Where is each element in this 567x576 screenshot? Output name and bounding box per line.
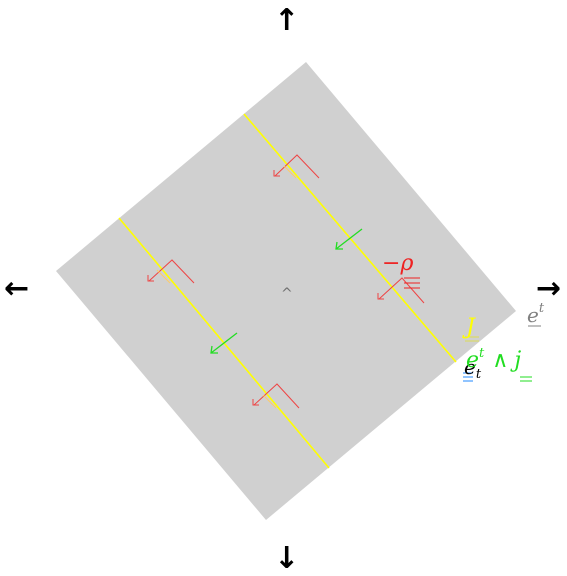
e-gray-label: et (527, 301, 545, 327)
arrow-down-icon[interactable]: ↓ (274, 541, 300, 576)
red-frame-4 (252, 383, 300, 409)
red-frame-1 (273, 154, 320, 179)
e-black-label: et (464, 355, 482, 382)
arrow-left-icon[interactable]: ← (4, 271, 30, 306)
spacetime-panel (56, 62, 516, 520)
rho-symbol: ρ (399, 251, 413, 276)
rho-minus: − (382, 251, 400, 276)
j-green-underline (520, 376, 532, 382)
arrow-right-icon[interactable]: → (536, 271, 562, 306)
e-blue-underline (463, 372, 473, 382)
rho-label: −ρ (382, 251, 413, 276)
e-wedge-j-label: et∧j (466, 346, 521, 373)
red-frame-2 (147, 259, 195, 284)
j-yellow-underline (465, 336, 479, 342)
rho-underline (404, 277, 420, 289)
green-arrow-lower (210, 332, 238, 354)
red-frame-3 (377, 277, 425, 304)
arrow-up-icon[interactable]: ↑ (274, 3, 300, 38)
center-marker: ^ (281, 286, 293, 302)
j-yellow-label: J (462, 315, 476, 340)
green-arrow-upper (335, 228, 363, 250)
